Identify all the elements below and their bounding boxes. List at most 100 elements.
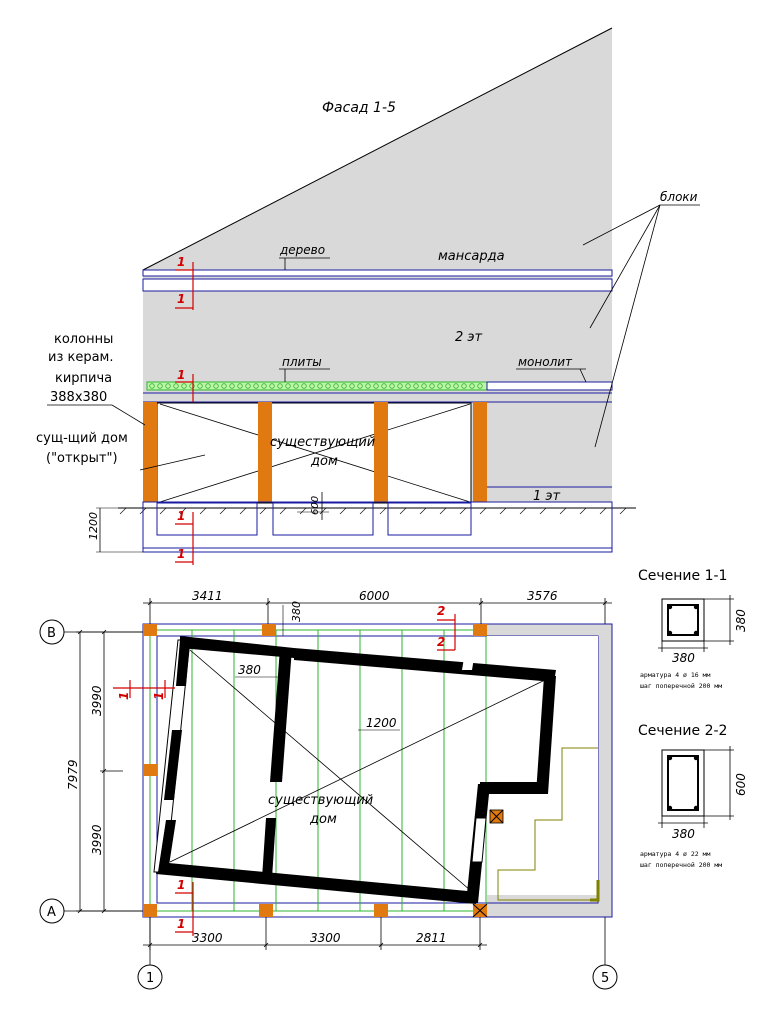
label-monolith: монолит <box>518 355 573 369</box>
plan-section-marks <box>113 614 456 936</box>
axis-label-a: А <box>47 905 56 920</box>
section-2-dim-height: 600 <box>734 773 748 796</box>
label-floor2: 2 эт <box>455 330 483 345</box>
facade: 1200 600 1 1 1 1 1 <box>36 27 700 565</box>
plan-existing-2: дом <box>309 812 337 827</box>
ground-hatch <box>119 507 627 515</box>
section-1-note-2: шаг поперечной 200 мм <box>640 682 722 690</box>
section-2-note-2: шаг поперечной 200 мм <box>640 861 722 869</box>
existing-house-cross-2 <box>159 403 471 503</box>
section-1-dim-width: 380 <box>672 651 695 665</box>
dim-top-380: 380 <box>290 601 303 622</box>
section-2-2: Сечение 2-2 380 600 арматура 4 ø 22 мм ш… <box>638 723 748 869</box>
plan-existing-1: существующий <box>268 793 373 808</box>
plan-column-mid <box>143 764 157 776</box>
section-2-dims <box>658 746 734 828</box>
section-1-bars <box>667 604 699 636</box>
column-1 <box>143 402 157 502</box>
facade-mark-1d: 1 <box>177 509 185 523</box>
dim-inner-380: 380 <box>238 663 261 677</box>
section-2-dim-width: 380 <box>672 827 695 841</box>
section-1-note-1: арматура 4 ø 16 мм <box>640 671 711 679</box>
dim-left-inner-2: 3990 <box>90 824 104 855</box>
section-1-1: Сечение 1-1 380 380 арматура 4 ø 16 мм ш… <box>638 568 748 690</box>
section-2-bars <box>667 755 699 811</box>
facade-title: Фасад 1-5 <box>322 100 396 116</box>
plan-column-a2 <box>259 904 273 917</box>
label-blocks: блоки <box>660 190 698 204</box>
footing-1 <box>156 502 258 536</box>
section-2-title: Сечение 2-2 <box>638 723 727 739</box>
plan-mark-1a: 1 <box>117 692 131 700</box>
footing-3 <box>387 502 472 536</box>
facade-mark-1e: 1 <box>177 547 185 561</box>
label-columns-4: 388х380 <box>50 390 107 405</box>
footing-2 <box>272 502 374 536</box>
dim-bottom-2: 3300 <box>310 931 341 945</box>
dim-left-inner-1: 3990 <box>90 685 104 716</box>
axis-label-1: 1 <box>146 971 154 986</box>
label-existing-1: существующий <box>270 435 375 450</box>
dim-1200: 1200 <box>87 512 100 540</box>
dims-top-lines <box>143 598 612 624</box>
plan-mark-1b: 1 <box>152 692 166 700</box>
label-columns-1: колонны <box>54 332 113 347</box>
wood-floor <box>142 269 613 277</box>
plan-mark-2b: 2 <box>437 635 445 649</box>
plan-mark-1d: 1 <box>177 917 185 931</box>
dim-top-1: 3411 <box>192 589 223 603</box>
foundation-outline <box>142 501 613 553</box>
roof-line <box>142 27 613 271</box>
monolith-slab <box>486 381 613 391</box>
plan-column-a3 <box>374 904 388 917</box>
facade-section-marks <box>175 262 194 565</box>
section-2-note-1: арматура 4 ø 22 мм <box>640 850 711 858</box>
label-attic: мансарда <box>438 249 505 264</box>
plan: В А 1 5 3411 6000 3576 380 <box>39 589 618 990</box>
axis-label-5: 5 <box>601 971 609 986</box>
facade-mark-1a: 1 <box>177 255 185 269</box>
dims-bottom-lines <box>143 917 487 950</box>
label-columns-3: кирпича <box>55 371 112 386</box>
section-2-rebar-cage <box>667 755 699 811</box>
dim-top-3: 3576 <box>527 589 558 603</box>
olive-outline <box>497 747 598 901</box>
column-4 <box>473 402 487 502</box>
label-wood: дерево <box>279 243 325 257</box>
existing-house-plan <box>153 636 556 904</box>
label-columns-2: из керам. <box>48 350 114 365</box>
section-1-title: Сечение 1-1 <box>638 568 727 584</box>
section-1-dim-height: 380 <box>734 609 748 632</box>
plan-column-b1 <box>143 624 157 636</box>
section-1-rebar-cage <box>667 604 699 636</box>
plan-column-a1 <box>143 904 157 917</box>
dim-inner-1200: 1200 <box>366 716 397 730</box>
dim-600: 600 <box>310 496 321 515</box>
column-3 <box>374 402 388 502</box>
column-2 <box>258 402 272 502</box>
label-floor1: 1 эт <box>533 489 561 504</box>
dim-top-2: 6000 <box>359 589 390 603</box>
facade-leaders <box>47 204 700 471</box>
plan-slab-lines <box>143 629 487 912</box>
plan-column-b4 <box>473 624 487 636</box>
plan-mark-2a: 2 <box>437 604 445 618</box>
axis-label-b: В <box>47 626 56 641</box>
label-existing-2: дом <box>310 454 338 469</box>
dim-left-outer: 7979 <box>66 759 80 790</box>
dims-left-lines <box>76 629 143 914</box>
slab-holes <box>149 383 483 389</box>
dim-bottom-3: 2811 <box>416 931 447 945</box>
plan-column-cross <box>472 903 488 918</box>
facade-mark-1c: 1 <box>177 368 185 382</box>
label-existing-open-2: ("открыт") <box>46 451 118 466</box>
plan-mark-1c: 1 <box>177 878 185 892</box>
dim-bottom-1: 3300 <box>192 931 223 945</box>
label-existing-open-1: сущ-щий дом <box>36 431 128 446</box>
section-1-dims <box>658 595 734 652</box>
label-slabs: плиты <box>282 355 322 369</box>
attic-floor <box>142 278 613 292</box>
plan-column-b2 <box>262 624 276 636</box>
facade-mark-1b: 1 <box>177 292 185 306</box>
